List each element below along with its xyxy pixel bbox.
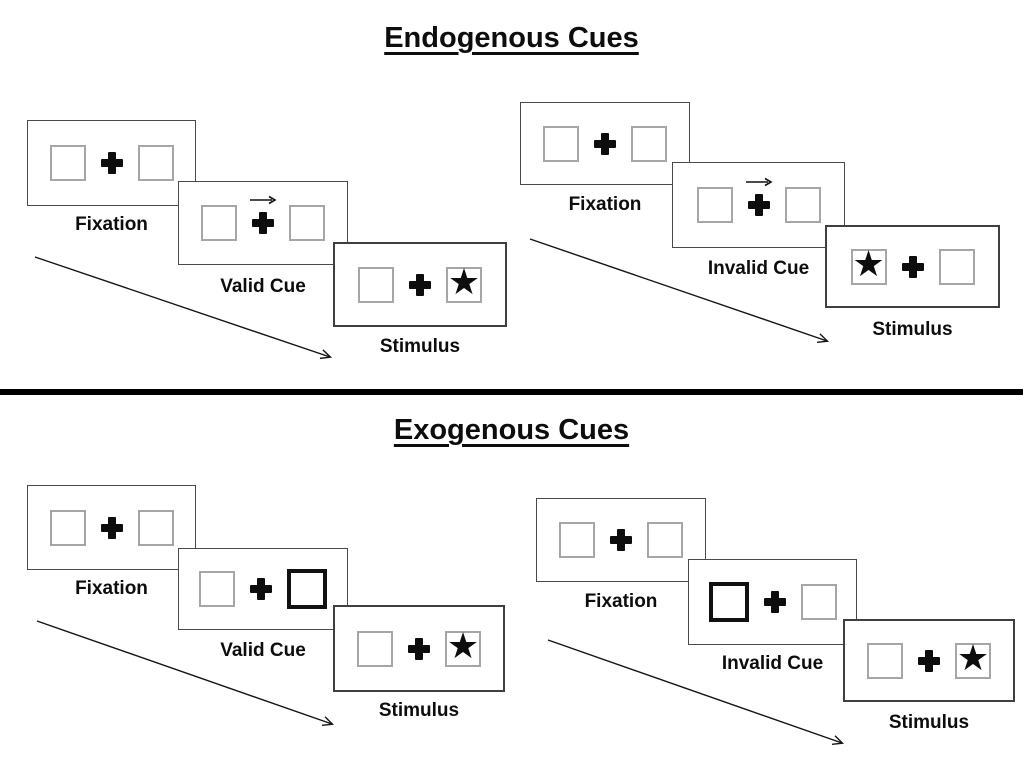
fixation-cross-icon (100, 516, 123, 539)
valid-cue-label: Valid Cue (220, 640, 306, 661)
right-placeholder-box (631, 125, 667, 162)
fixation-cross-icon (409, 273, 431, 296)
invalid-cue-label: Invalid Cue (707, 258, 810, 279)
star-icon: ★ (447, 261, 481, 303)
invalid-cue-label: Invalid Cue (721, 653, 824, 674)
stimulus-label: Stimulus (378, 700, 460, 721)
valid-cue-panel (178, 548, 348, 630)
cue-arrow-icon (745, 177, 773, 187)
right-placeholder-box (137, 509, 174, 546)
endogenous-title: Endogenous Cues (0, 22, 1023, 55)
fixation-panel (536, 498, 706, 582)
right-placeholder-box (137, 145, 174, 181)
exogenous-title: Exogenous Cues (0, 414, 1023, 447)
stimulus-label: Stimulus (888, 712, 970, 733)
left-placeholder-box (559, 522, 595, 558)
fixation-panel (520, 102, 690, 185)
right-placeholder-box (800, 584, 837, 620)
trial-sequence-arrow (529, 238, 827, 341)
left-placeholder-box (49, 509, 86, 546)
stimulus-panel: ★ (843, 619, 1015, 702)
trial-sequence-arrow (34, 256, 330, 357)
exogenous-title-text: Exogenous Cues (393, 414, 630, 446)
right-placeholder-box (784, 187, 821, 223)
right-placeholder-box (289, 205, 325, 241)
left-placeholder-box (358, 266, 394, 303)
endogenous-title-text: Endogenous Cues (384, 22, 639, 54)
left-placeholder-box (199, 571, 235, 607)
fixation-label: Fixation (75, 214, 148, 235)
cue-arrow-icon (250, 195, 277, 205)
right-placeholder-box (647, 522, 683, 558)
fixation-cross-icon (594, 132, 616, 155)
fixation-label: Fixation (568, 194, 642, 215)
trial-sequence-arrow (36, 620, 332, 724)
stimulus-label: Stimulus (379, 336, 461, 357)
valid-cue-panel (178, 181, 348, 265)
left-placeholder-box (49, 145, 86, 181)
left-placeholder-box (357, 630, 393, 667)
stimulus-panel: ★ (333, 242, 507, 327)
fixation-label: Fixation (75, 578, 148, 599)
fixation-cross-icon (901, 255, 924, 278)
left-placeholder-box (543, 125, 579, 162)
left-placeholder-box (201, 205, 237, 241)
fixation-cross-icon (408, 637, 430, 660)
fixation-panel (27, 485, 196, 570)
fixation-cross-icon (918, 649, 940, 672)
section-divider (0, 389, 1023, 395)
cue-highlight-box (287, 569, 327, 609)
left-placeholder-box (696, 187, 733, 223)
left-placeholder-box (867, 642, 903, 679)
fixation-cross-icon (252, 212, 274, 234)
right-placeholder-box (938, 248, 975, 285)
fixation-cross-icon (747, 194, 770, 216)
invalid-cue-panel (672, 162, 845, 248)
stimulus-panel: ★ (825, 225, 1000, 308)
invalid-cue-panel (688, 559, 857, 645)
star-icon: ★ (852, 243, 885, 285)
star-icon: ★ (956, 637, 990, 679)
fixation-label: Fixation (584, 591, 658, 612)
star-box: ★ (445, 625, 481, 667)
valid-cue-label: Valid Cue (220, 276, 306, 297)
fixation-panel (27, 120, 196, 206)
stimulus-label: Stimulus (872, 319, 953, 340)
cue-highlight-box (708, 582, 749, 622)
star-box: ★ (955, 637, 991, 679)
stimulus-panel: ★ (333, 605, 505, 692)
star-box: ★ (850, 243, 887, 285)
fixation-cross-icon (763, 591, 786, 613)
fixation-cross-icon (250, 578, 272, 600)
fixation-cross-icon (100, 152, 123, 174)
fixation-cross-icon (610, 529, 632, 551)
star-icon: ★ (446, 625, 480, 667)
star-box: ★ (446, 261, 482, 303)
